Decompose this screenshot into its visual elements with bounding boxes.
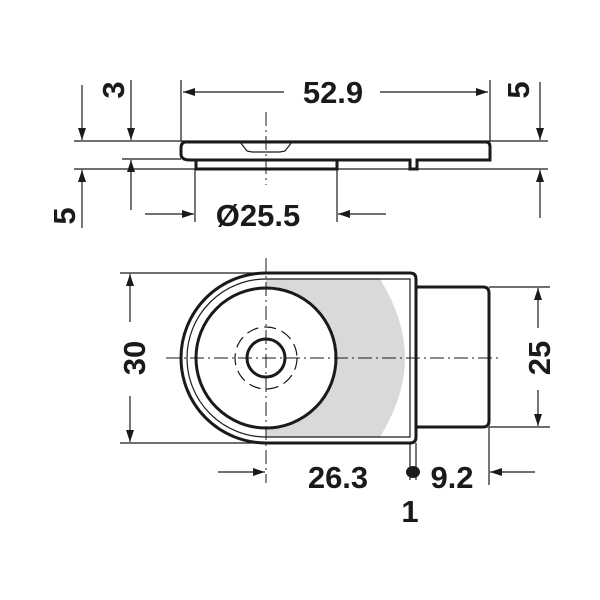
dim-height-label: 30 [117,341,152,375]
dim-center-offset-label: 26.3 [308,460,368,495]
plate-profile [179,140,492,171]
dim-width-label: 52.9 [303,75,363,110]
dim-boss-height-label: 5 [47,207,82,224]
side-view: 52.9 3 5 5 Ø25.5 [47,75,548,233]
gap-marker [406,466,420,478]
dim-block-height-label: 25 [522,341,557,375]
body-outline [179,271,418,445]
dim-diameter-label: Ø25.5 [216,198,300,233]
countersink [239,141,293,153]
dim-total-height-label: 5 [501,81,536,98]
body-inner-outline [186,278,411,438]
mounting-block [414,285,491,429]
plan-view: 30 25 26.3 1 9.2 [117,258,557,529]
dim-thickness-label: 3 [96,81,131,98]
dim-gap-label: 1 [401,494,418,529]
dim-block-depth-label: 9.2 [430,460,473,495]
